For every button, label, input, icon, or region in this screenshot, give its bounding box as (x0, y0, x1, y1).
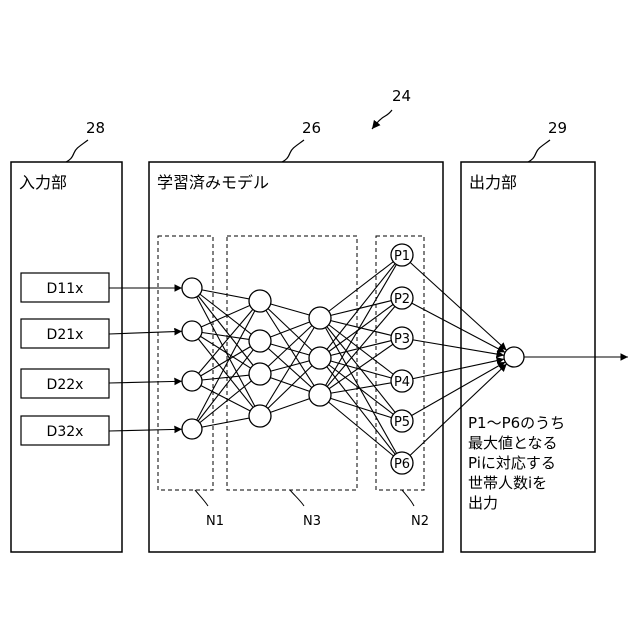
connection-line (320, 358, 402, 381)
input-item: D32x (21, 416, 109, 445)
input-arrow (109, 429, 182, 431)
input-unit-box (11, 162, 122, 552)
output-note-line-5: 出力 (468, 494, 498, 512)
output-node-label: P5 (394, 415, 410, 430)
connection-line (320, 338, 402, 358)
connection-line (320, 395, 402, 421)
output-note-line-2: 最大値となる (468, 434, 558, 452)
output-node-label: P2 (394, 292, 410, 307)
hidden-node (249, 330, 271, 352)
input-arrow (109, 331, 182, 334)
input-layer-group (158, 236, 213, 490)
output-arrow (402, 362, 505, 421)
input-node (182, 278, 202, 298)
hidden-node (309, 384, 331, 406)
output-arrow (402, 298, 505, 352)
output-note-line-1: P1～P6のうち (468, 414, 565, 432)
connection-line (320, 381, 402, 395)
hidden-node (249, 405, 271, 427)
input-node (182, 419, 202, 439)
ref-model: 26 (302, 119, 321, 137)
output-arrow (402, 359, 504, 381)
output-note-line-4: 世帯人数iを (468, 474, 547, 492)
input-node (182, 371, 202, 391)
input-item: D22x (21, 369, 109, 398)
input-label-d11x: D11x (47, 281, 84, 297)
hidden-node (249, 290, 271, 312)
ref-model-leader (282, 140, 304, 162)
output-layer-label: N2 (411, 514, 429, 529)
ref-input-unit-leader (66, 140, 88, 162)
model-title: 学習済みモデル (157, 173, 269, 192)
hidden-layer-leader (290, 490, 304, 506)
input-label-d32x: D32x (47, 424, 84, 440)
ref-output-unit-leader (528, 140, 550, 162)
input-node (182, 321, 202, 341)
output-unit-title: 出力部 (469, 173, 517, 192)
ref-system-arrow (372, 110, 392, 129)
input-unit-title: 入力部 (19, 173, 67, 192)
output-layer-leader (402, 490, 414, 506)
connection-line (320, 255, 402, 395)
hidden-layer-label: N3 (303, 514, 321, 529)
input-item: D21x (21, 319, 109, 348)
output-node-label: P6 (394, 457, 410, 472)
connection-line (192, 301, 260, 429)
output-arrow (402, 255, 507, 350)
input-arrow (109, 381, 182, 383)
hidden-node (309, 347, 331, 369)
input-label-d21x: D21x (47, 327, 84, 343)
input-label-d22x: D22x (47, 377, 84, 393)
output-note-line-3: Piに対応する (468, 454, 556, 472)
output-node-label: P4 (394, 375, 410, 390)
input-layer-label: N1 (206, 514, 224, 529)
output-arrow (402, 338, 504, 355)
hidden-node (309, 307, 331, 329)
ref-output-unit: 29 (548, 119, 567, 137)
output-node-label: P1 (394, 249, 410, 264)
connection-line (320, 318, 402, 463)
connection-line (320, 358, 402, 421)
ref-system: 24 (392, 87, 411, 105)
ref-input-unit: 28 (86, 119, 105, 137)
input-item: D11x (21, 273, 109, 302)
hidden-node (249, 363, 271, 385)
aggregator-node (504, 347, 524, 367)
output-node-label: P3 (394, 332, 410, 347)
input-layer-leader (195, 490, 208, 506)
